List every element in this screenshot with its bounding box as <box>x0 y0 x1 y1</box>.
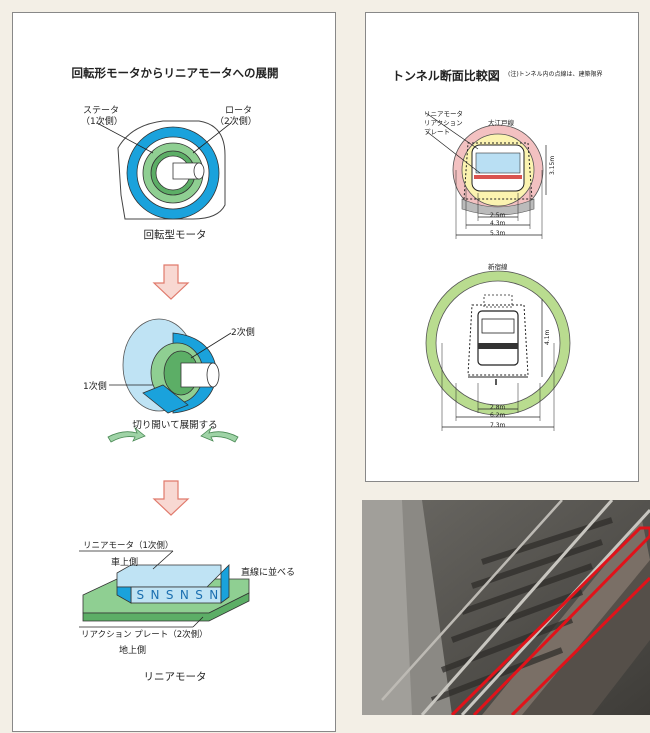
track-photo <box>362 500 650 715</box>
reaction-label: リアクション <box>424 119 463 127</box>
down-arrow-icon <box>152 264 190 300</box>
rotary-to-linear-panel: 回転形モータからリニアモータへの展開 ステータ （1次側） ロータ （2次側） … <box>12 12 336 732</box>
magnet-pole: S <box>195 588 203 602</box>
oedo-height-label: 3.15m <box>549 155 556 175</box>
shinjuku-height-label: 4.1m <box>544 329 551 345</box>
tunnel-comparison-panel: トンネル断面比較図 (注)トンネル内の点線は、建築限界 リニアモータ リアクショ… <box>365 12 639 482</box>
curved-arrow-right-icon <box>200 426 239 443</box>
linear-motor-primary-label: リニアモータ（1次側） <box>83 541 174 551</box>
linear-motor-figure <box>79 550 250 628</box>
magnet-pole: S <box>165 588 174 602</box>
left-title: 回転形モータからリニアモータへの展開 <box>71 66 279 80</box>
shinjuku-dim-middle: 6.2m <box>490 412 506 419</box>
rotary-motor-figure <box>96 120 232 220</box>
dashed-line-note: (注)トンネル内の点線は、建築限界 <box>508 71 603 78</box>
linear-motor-label: リニアモータ <box>424 110 463 118</box>
magnet-pole-row: S N S N S N <box>133 588 221 602</box>
magnet-pole: N <box>209 588 219 602</box>
stator-label: ステータ <box>83 106 120 116</box>
oedo-tunnel-figure <box>425 112 547 239</box>
ground-side-label: 地上側 <box>119 646 147 656</box>
plate-label: プレート <box>424 128 450 136</box>
secondary-side-label: 2次側 <box>231 328 255 338</box>
oedo-dim-inner: 2.5m <box>490 212 506 219</box>
rotary-motor-caption: 回転型モータ <box>143 229 207 241</box>
magnet-pole: N <box>179 588 189 602</box>
reaction-plate-label: リアクション プレート（2次側） <box>81 630 208 640</box>
shinjuku-tunnel-figure <box>425 270 571 431</box>
oedo-dim-middle: 4.3m <box>490 220 506 227</box>
primary-side-label: 1次側 <box>83 382 107 392</box>
stator-sub-label: （1次側） <box>81 117 123 127</box>
rotary-to-linear-diagram <box>79 120 250 628</box>
arrange-straight-label: 直線に並べる <box>241 568 296 578</box>
shinjuku-dim-inner: 2.8m <box>490 404 506 411</box>
curved-arrow-left-icon <box>107 426 146 443</box>
right-title: トンネル断面比較図 <box>392 69 500 83</box>
linear-motor-caption: リニアモータ <box>143 671 207 683</box>
shinjuku-dim-outer: 7.3m <box>490 422 506 429</box>
oedo-dim-outer: 5.3m <box>490 230 506 237</box>
down-arrow-icon <box>152 480 190 516</box>
shinjuku-line-label: 新宿線 <box>488 263 508 271</box>
tunnel-comparison-diagram <box>425 112 571 431</box>
cut-open-motor-figure <box>107 318 239 443</box>
track-photo-image <box>362 500 650 715</box>
magnet-pole: N <box>150 588 160 602</box>
oedo-line-label: 大江戸線 <box>488 119 514 127</box>
rotor-sub-label: （2次側） <box>215 117 257 127</box>
magnet-pole: S <box>136 588 145 602</box>
car-side-label: 車上側 <box>111 558 139 568</box>
rotor-label: ロータ <box>225 106 253 116</box>
cut-open-caption: 切り開いて展開する <box>132 420 218 431</box>
